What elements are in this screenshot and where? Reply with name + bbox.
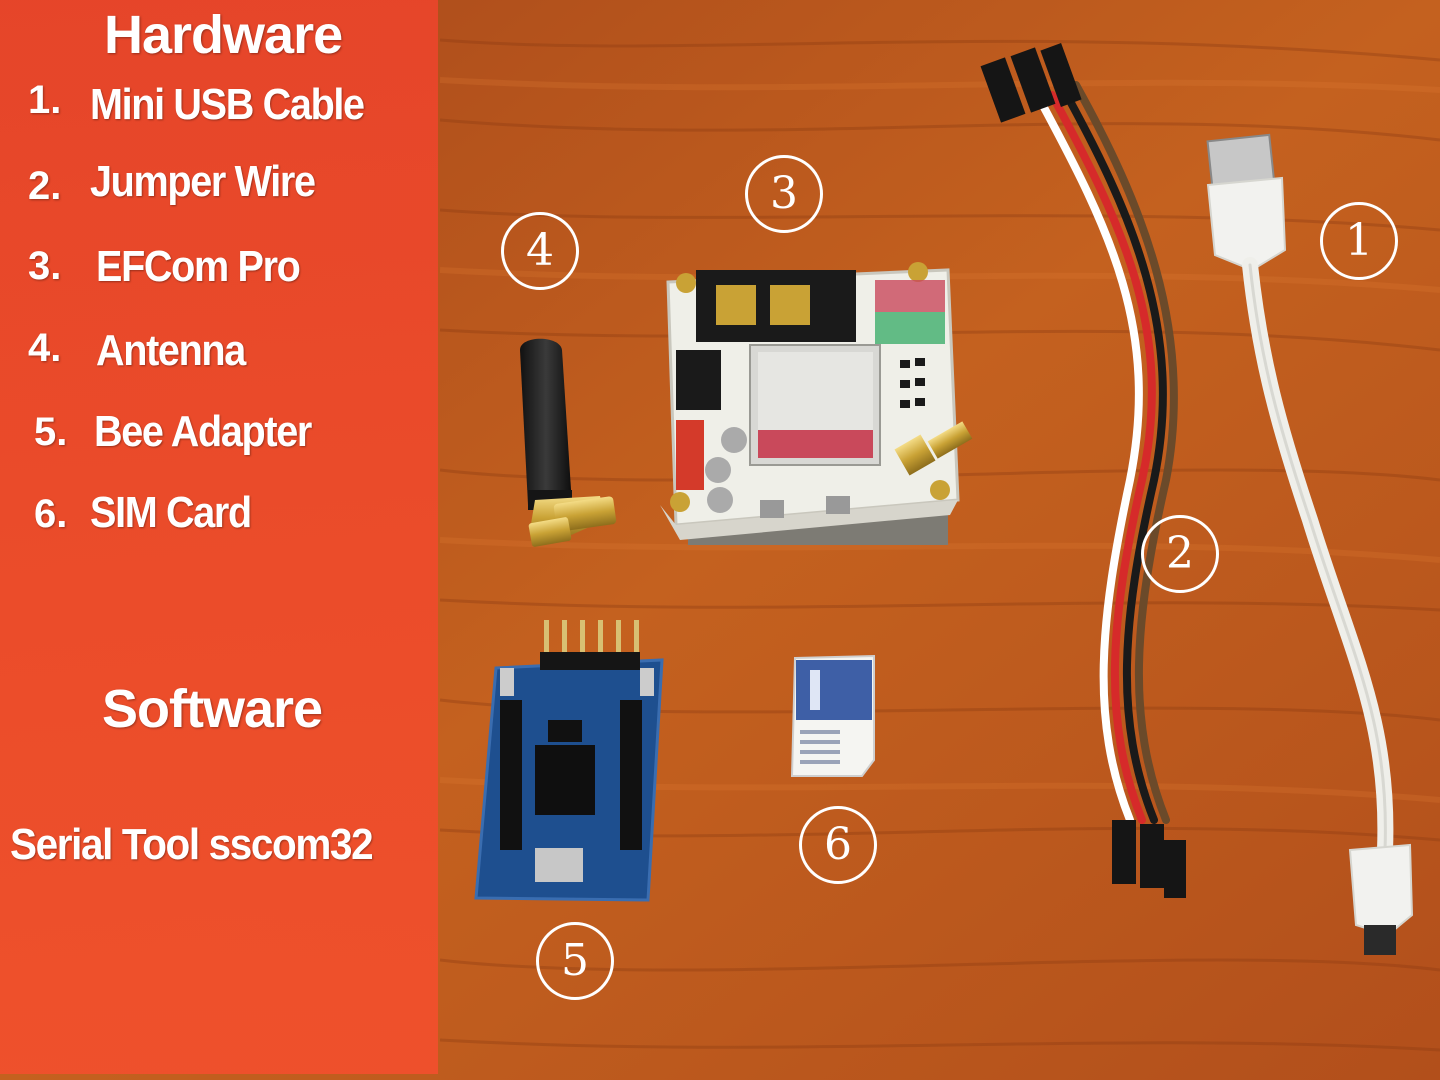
efcom-pro-board-image <box>660 262 973 545</box>
marker-2: 2 <box>1141 515 1219 593</box>
hardware-item-1-number: 1. <box>28 78 62 122</box>
marker-5: 5 <box>536 922 614 1000</box>
jumper-wire-image <box>980 43 1186 898</box>
hardware-item-6-number: 6. <box>34 492 68 536</box>
hardware-item-4-number: 4. <box>28 326 62 370</box>
hardware-item-3-number: 3. <box>28 244 62 288</box>
marker-1: 1 <box>1320 202 1398 280</box>
hardware-item-4-label: Antenna <box>96 326 246 375</box>
hardware-item-3-label: EFCom Pro <box>96 242 301 291</box>
sim-card-image <box>790 654 875 777</box>
mini-usb-cable-image <box>1206 133 1414 955</box>
info-panel <box>0 0 438 1074</box>
hardware-item-1-label: Mini USB Cable <box>90 80 365 129</box>
hardware-item-5-number: 5. <box>34 410 68 454</box>
software-title: Software <box>102 679 323 739</box>
hardware-item-5-label: Bee Adapter <box>94 407 312 456</box>
hardware-title: Hardware <box>104 5 343 65</box>
hardware-item-2-label: Jumper Wire <box>90 157 316 206</box>
antenna-image <box>520 338 617 547</box>
marker-6: 6 <box>799 806 877 884</box>
marker-3: 3 <box>745 155 823 233</box>
software-item: Serial Tool sscom32 <box>10 820 374 869</box>
marker-4: 4 <box>501 212 579 290</box>
hardware-item-6-label: SIM Card <box>90 488 252 537</box>
hardware-item-2-number: 2. <box>28 164 62 208</box>
bee-adapter-image <box>474 620 664 902</box>
